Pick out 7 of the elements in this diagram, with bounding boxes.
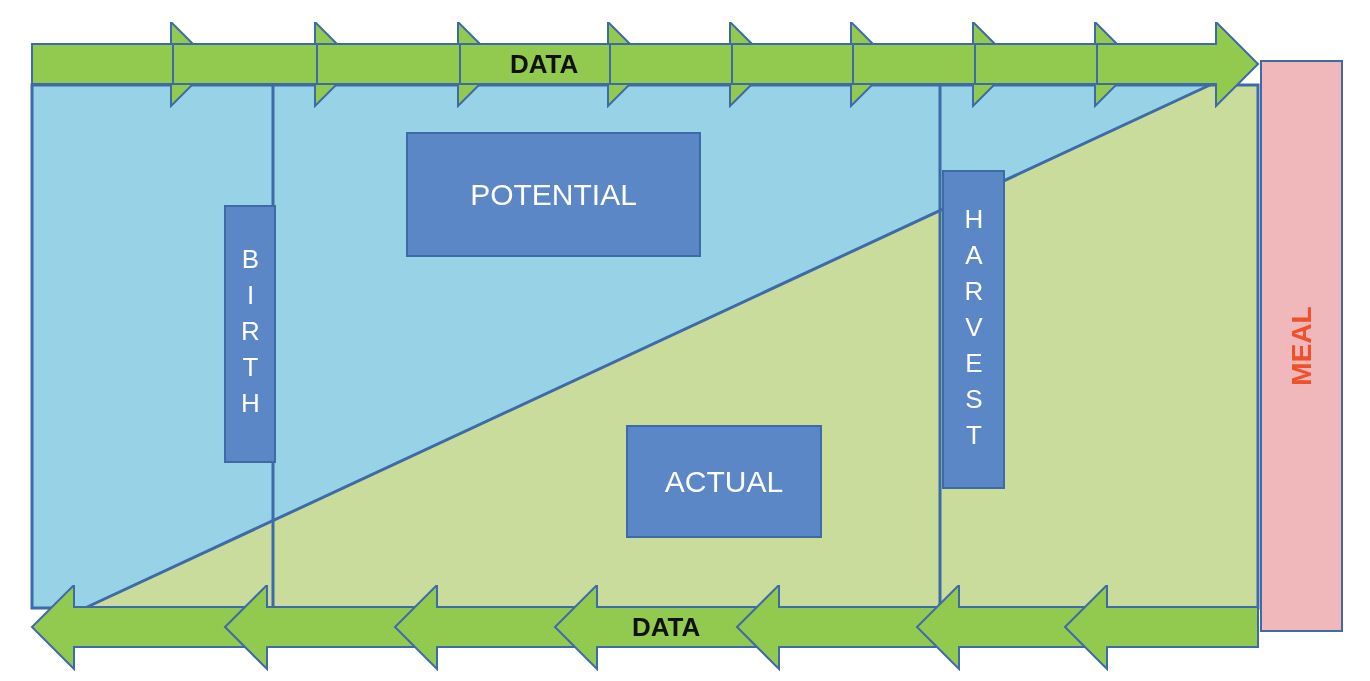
event-label-box: HARVEST [942, 170, 1005, 489]
region-label-box: ACTUAL [626, 425, 822, 538]
band-label: DATA [632, 612, 701, 643]
destination-box: MEAL [1260, 60, 1343, 632]
region-label-box: POTENTIAL [406, 132, 701, 257]
band-label: DATA [510, 49, 579, 80]
event-label-box: BIRTH [224, 205, 276, 463]
